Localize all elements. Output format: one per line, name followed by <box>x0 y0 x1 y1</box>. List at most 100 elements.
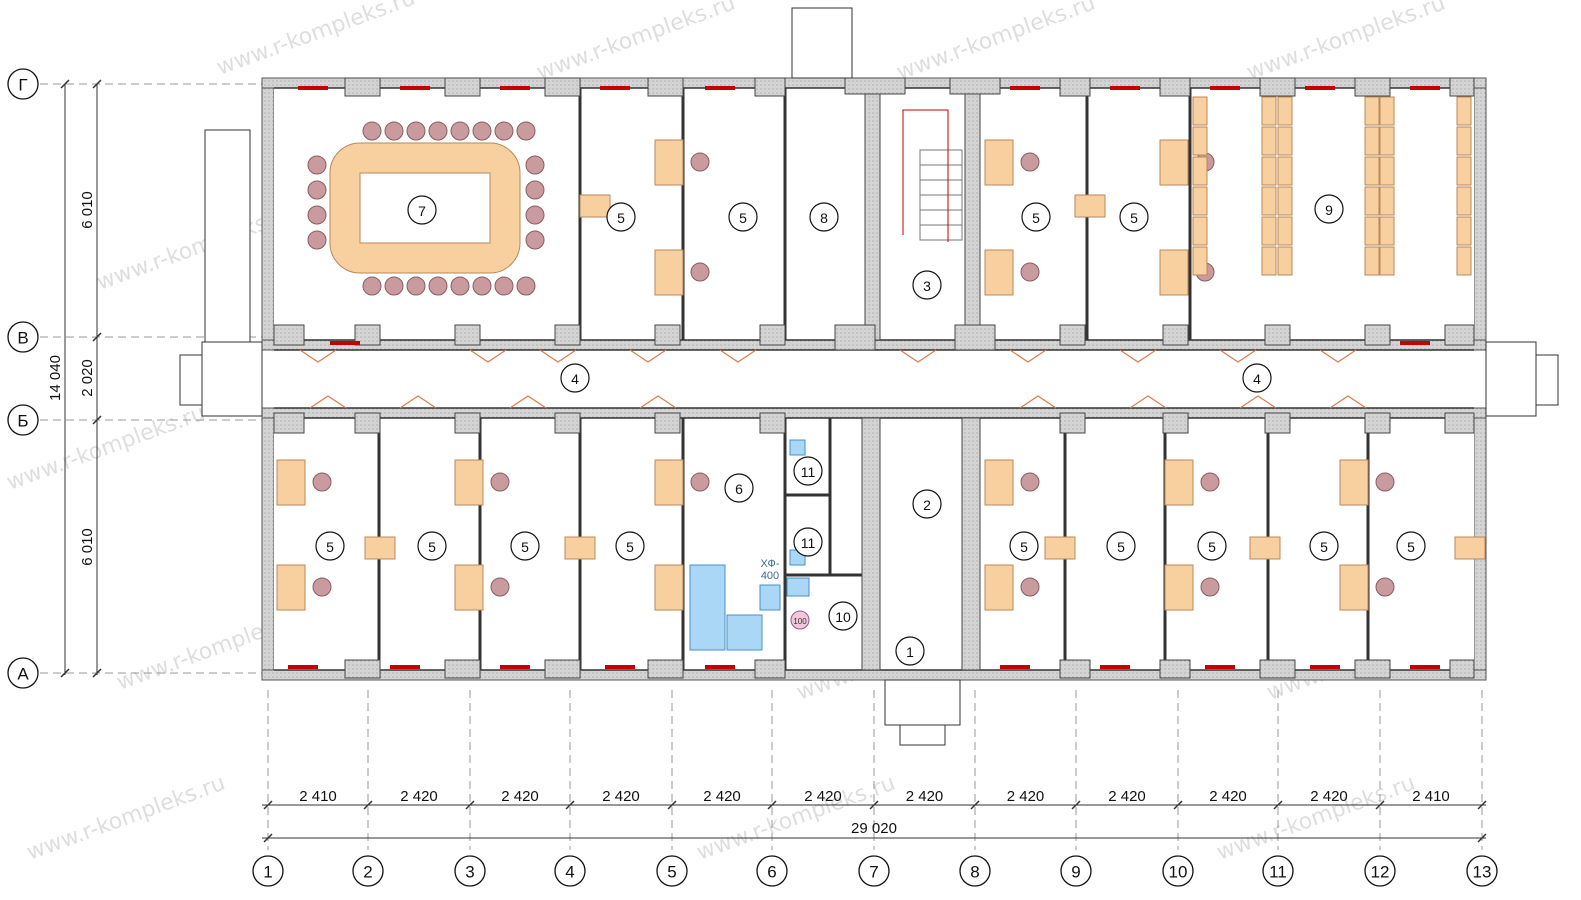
svg-text:9: 9 <box>1071 863 1080 882</box>
svg-text:5: 5 <box>1020 539 1028 555</box>
svg-text:5: 5 <box>1032 210 1040 226</box>
axis-col-8: 8 <box>959 855 991 887</box>
dim-left-top: 6 010 <box>79 191 96 229</box>
doors <box>299 349 1367 409</box>
room-label-r5: 5 <box>1119 202 1149 232</box>
svg-text:12: 12 <box>1371 863 1390 882</box>
dim-bay-1: 2 410 <box>299 788 337 805</box>
room-label-r11a: 11 <box>793 456 823 486</box>
svg-text:2: 2 <box>923 497 931 513</box>
dim-total: 29 020 <box>851 820 897 837</box>
west-porch <box>201 341 263 417</box>
south-steps <box>899 724 946 746</box>
axis-col-5: 5 <box>656 855 688 887</box>
dim-bay-5: 2 420 <box>703 788 741 805</box>
desks <box>276 139 1486 611</box>
north-porch <box>791 7 853 79</box>
svg-text:2: 2 <box>363 863 372 882</box>
dim-left-mid: 2 020 <box>79 359 96 397</box>
axis-col-11: 11 <box>1262 855 1294 887</box>
axis-col-4: 4 <box>554 855 586 887</box>
axis-row-3: А <box>7 657 39 689</box>
room-label-r3: 3 <box>912 270 942 300</box>
room-label-r7: 7 <box>407 195 437 225</box>
room-label-r5: 5 <box>510 531 540 561</box>
svg-text:4: 4 <box>1253 371 1261 387</box>
dim-bay-7: 2 420 <box>906 788 944 805</box>
room-label-r11b: 11 <box>793 527 823 557</box>
svg-text:6: 6 <box>735 481 743 497</box>
west-stair-ramp <box>204 129 251 343</box>
svg-text:1: 1 <box>906 644 914 660</box>
tank-label: 100 <box>793 617 807 626</box>
svg-text:5: 5 <box>1130 210 1138 226</box>
svg-text:3: 3 <box>465 863 474 882</box>
dim-bay-2: 2 420 <box>400 788 438 805</box>
axis-col-6: 6 <box>756 855 788 887</box>
svg-text:5: 5 <box>626 539 634 555</box>
dim-bay-12: 2 410 <box>1412 788 1450 805</box>
svg-text:В: В <box>17 329 28 348</box>
east-steps <box>1535 354 1559 406</box>
svg-text:5: 5 <box>1117 539 1125 555</box>
axis-col-2: 2 <box>352 855 384 887</box>
axis-col-9: 9 <box>1060 855 1092 887</box>
svg-text:5: 5 <box>1407 539 1415 555</box>
axis-row-2: Б <box>7 404 39 436</box>
axis-col-13: 13 <box>1466 855 1498 887</box>
svg-text:10: 10 <box>1169 863 1188 882</box>
svg-text:5: 5 <box>739 210 747 226</box>
axis-col-3: 3 <box>454 855 486 887</box>
dim-bay-11: 2 420 <box>1310 788 1348 805</box>
room-label-r5: 5 <box>728 202 758 232</box>
room-label-r5: 5 <box>615 531 645 561</box>
svg-text:7: 7 <box>418 203 426 219</box>
dim-bay-9: 2 420 <box>1108 788 1146 805</box>
svg-text:Г: Г <box>18 76 27 95</box>
dim-left-bottom: 6 010 <box>79 528 96 566</box>
axis-col-1: 1 <box>252 855 284 887</box>
lab-equipment <box>689 439 810 651</box>
svg-text:11: 11 <box>801 535 816 551</box>
chairs <box>307 121 1395 597</box>
room-label-r10: 10 <box>828 601 858 631</box>
svg-text:7: 7 <box>869 863 878 882</box>
west-steps <box>179 354 203 406</box>
svg-text:5: 5 <box>617 210 625 226</box>
room-label-r6: 6 <box>724 473 754 503</box>
watermark: www.r-kompleks.ru <box>1214 771 1419 866</box>
axis-row-1: В <box>7 321 39 353</box>
room-label-r5: 5 <box>1396 531 1426 561</box>
dimension-ticks <box>60 79 1487 843</box>
svg-text:5: 5 <box>1320 539 1328 555</box>
room-label-r5: 5 <box>1021 202 1051 232</box>
room-label-r1: 1 <box>895 636 925 666</box>
watermark: www.r-kompleks.ru <box>1244 0 1449 86</box>
svg-text:5: 5 <box>326 539 334 555</box>
svg-text:4: 4 <box>571 371 579 387</box>
svg-text:11: 11 <box>1269 863 1287 882</box>
archive-shelves <box>1192 96 1472 276</box>
axis-col-7: 7 <box>858 855 890 887</box>
equipment-label-2: 400 <box>761 570 779 582</box>
room-label-r9: 9 <box>1314 194 1344 224</box>
room-label-r5: 5 <box>606 202 636 232</box>
watermark: www.r-kompleks.ru <box>534 0 739 86</box>
entrances <box>179 7 1559 746</box>
windows <box>288 86 1440 669</box>
structural-walls <box>273 77 1475 679</box>
svg-text:8: 8 <box>970 863 979 882</box>
equipment-label-1: ХФ- <box>761 558 780 570</box>
room-label-r4a: 4 <box>560 363 590 393</box>
svg-text:Б: Б <box>17 412 28 431</box>
svg-text:11: 11 <box>801 464 816 480</box>
room-label-r5: 5 <box>1009 531 1039 561</box>
room-label-r2: 2 <box>912 489 942 519</box>
stair-flight <box>902 109 963 242</box>
svg-text:6: 6 <box>767 863 776 882</box>
axis-col-12: 12 <box>1364 855 1396 887</box>
room-label-r8: 8 <box>809 202 839 232</box>
watermark: www.r-kompleks.ru <box>694 771 899 866</box>
